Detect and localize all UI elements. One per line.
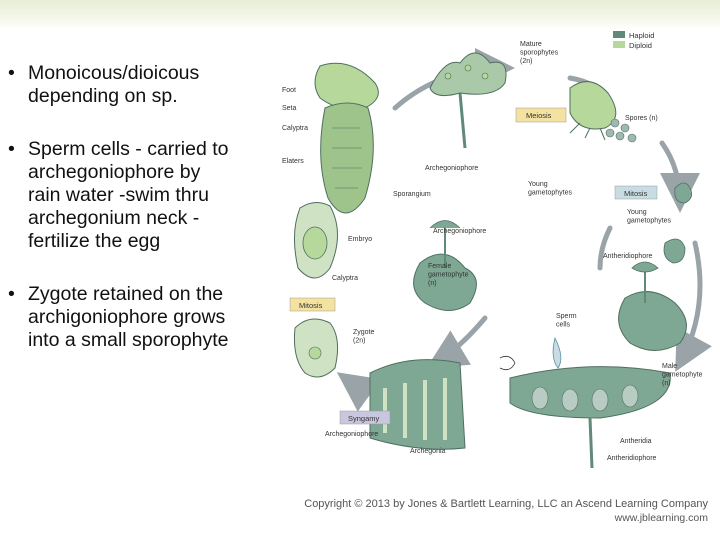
label-elaters: Elaters (282, 158, 304, 165)
bullet-item: • Sperm cells - carried to archegoniopho… (8, 138, 270, 253)
syngamy-box (339, 410, 391, 425)
bullet-dot: • (8, 62, 15, 84)
sperm-cells-illustration (499, 336, 562, 371)
legend-diploid-label: Diploid (629, 41, 652, 50)
female-gametophyte-illustration (413, 220, 477, 311)
slide-top-band (0, 0, 720, 30)
embryo-illustration (294, 202, 338, 279)
meiosis-box (515, 107, 567, 123)
meiosis-capsule-illustration (569, 81, 617, 141)
label-archegoniophore-bottom: Archegoniophore (325, 431, 378, 438)
label-calyptra-bottom: Calyptra (332, 275, 358, 282)
mature-sporophyte-illustration (429, 52, 507, 149)
label-archegonia: Archegonia (410, 448, 446, 455)
label-archegoniophore-mid: Archegoniophore (433, 228, 486, 235)
syngamy-label: Syngamy (348, 414, 380, 423)
bullet-dot: • (8, 283, 15, 305)
label-sporangium: Sporangium (393, 191, 431, 198)
bullet-list: • Monoicous/dioicous depending on sp. • … (8, 62, 270, 382)
label-embryo: Embryo (348, 236, 372, 243)
young-gametophytes-illustration (663, 182, 693, 264)
archegoniophore-cross-section (369, 359, 466, 450)
mitosis-right-label: Mitosis (624, 189, 648, 198)
label-seta: Seta (282, 105, 297, 112)
mitosis-left-box (289, 297, 336, 312)
copyright-line-2: www.jblearning.com (614, 512, 708, 524)
bullet-item: • Monoicous/dioicous depending on sp. (8, 62, 270, 108)
label-zygote: Zygote(2n) (353, 329, 375, 345)
sporangium-illustration (314, 62, 379, 214)
label-calyptra-top: Calyptra (282, 125, 308, 132)
copyright-line-1: Copyright © 2013 by Jones & Bartlett Lea… (304, 498, 708, 510)
label-antheridia: Antheridia (620, 438, 652, 445)
bullet-text: Zygote retained on the archigoniophore g… (28, 283, 229, 351)
legend-haploid-swatch (613, 31, 625, 38)
label-spores: Spores (n) (625, 115, 658, 122)
legend-diploid-swatch (613, 41, 625, 48)
spores-illustration (605, 118, 637, 143)
label-antheridiophore-right: Antheridiophore (603, 253, 653, 260)
male-gametophyte-illustration (618, 261, 687, 351)
mitosis-right-box (614, 185, 658, 200)
copyright-notice: Copyright © 2013 by Jones & Bartlett Lea… (304, 497, 708, 525)
meiosis-label: Meiosis (526, 111, 552, 120)
label-foot: Foot (282, 87, 296, 94)
legend-haploid-label: Haploid (629, 31, 654, 40)
bullet-text: Monoicous/dioicous depending on sp. (28, 62, 200, 107)
antheridiophore-cross-section (509, 366, 671, 468)
bullet-item: • Zygote retained on the archigoniophore… (8, 283, 270, 352)
label-antheridiophore-bottom: Antheridiophore (607, 455, 657, 462)
bullet-text: Sperm cells - carried to archegoniophore… (28, 138, 229, 252)
label-archegoniophore-top: Archegoniophore (425, 165, 478, 172)
zygote-illustration (294, 318, 339, 378)
bullet-dot: • (8, 138, 15, 160)
liverwort-life-cycle-figure: Haploid Diploid (270, 28, 720, 468)
mitosis-left-label: Mitosis (299, 301, 323, 310)
